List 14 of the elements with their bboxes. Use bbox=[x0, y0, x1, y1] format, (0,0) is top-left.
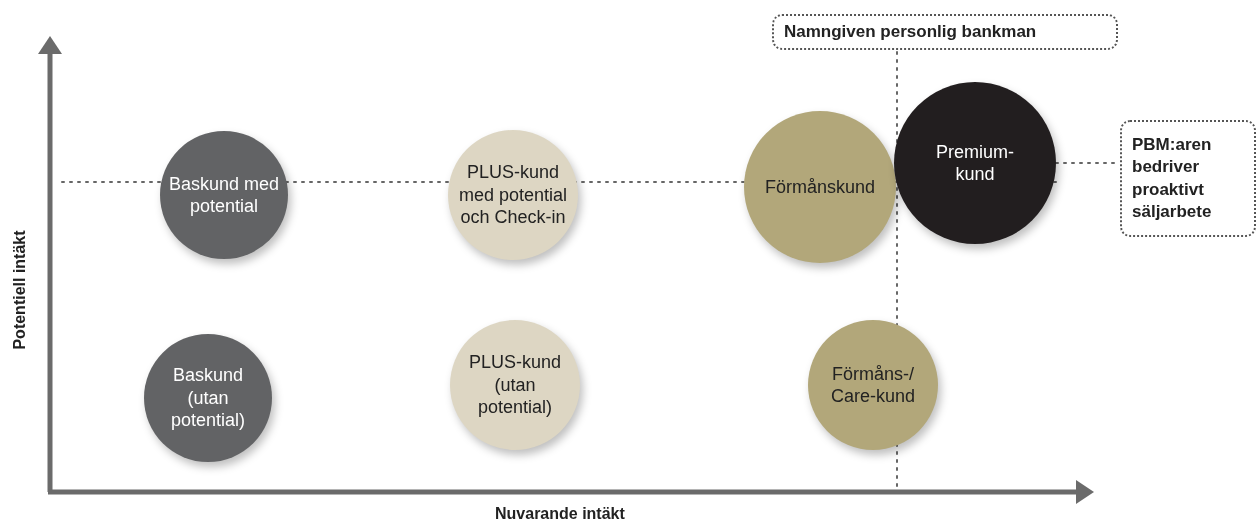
circle-label: Baskund med potential bbox=[167, 172, 281, 218]
circle-label: Förmåns-/Care-kund bbox=[829, 362, 916, 408]
axis-label: Potentiell intäkt bbox=[11, 230, 29, 350]
note-text: Namngiven personlig bankman bbox=[784, 20, 1037, 43]
note-text: PBM:aren bedriver proaktivt säljarbete bbox=[1132, 134, 1213, 223]
circle-label: Förmånskund bbox=[764, 175, 876, 199]
axis-label: Nuvarande intäkt bbox=[495, 505, 625, 523]
note-box bbox=[772, 14, 1118, 50]
circle-label: PLUS-kund med potential och Check-in bbox=[457, 161, 569, 229]
circle-label: Baskund (utan potential) bbox=[169, 364, 247, 432]
circle-label: Premium-kund bbox=[935, 140, 1015, 186]
note-box bbox=[1120, 120, 1256, 237]
circle-label: PLUS-kund (utan potential) bbox=[467, 351, 563, 419]
segment-circle bbox=[894, 82, 1056, 244]
